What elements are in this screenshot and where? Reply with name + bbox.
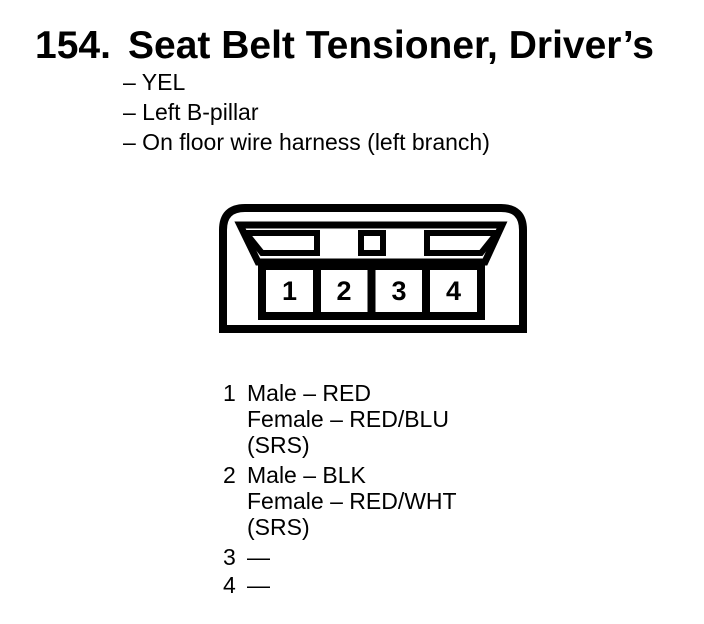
legend-line: Female – RED/BLU [247, 406, 449, 432]
legend-row-pin3: 3 — [223, 544, 457, 570]
pin-number: 4 [446, 276, 461, 306]
pin-number: 2 [336, 276, 351, 306]
latch-slot-left-icon [239, 230, 320, 256]
detail-item: – Left B-pillar [123, 99, 259, 125]
page-title: 154. Seat Belt Tensioner, Driver’s [35, 26, 654, 65]
legend-pin-number: 1 [223, 380, 236, 406]
legend-lines: Male – BLK Female – RED/WHT (SRS) [247, 462, 457, 540]
pin-number: 3 [391, 276, 406, 306]
pin-legend: 1 Male – RED Female – RED/BLU (SRS) 2 Ma… [223, 380, 457, 600]
legend-line: (SRS) [247, 514, 310, 540]
entry-number: 154. [35, 24, 111, 67]
legend-line: Male – BLK [247, 462, 366, 488]
latch-tab-center-icon [358, 230, 386, 256]
connector-outline [219, 204, 527, 333]
detail-item: – On floor wire harness (left branch) [123, 129, 490, 155]
legend-lines: Male – RED Female – RED/BLU (SRS) [247, 380, 449, 458]
legend-line: (SRS) [247, 432, 310, 458]
legend-pin-number: 2 [223, 462, 236, 488]
legend-pin-number: 3 [223, 544, 236, 570]
legend-line: Male – RED [247, 380, 371, 406]
legend-row-pin1: 1 Male – RED Female – RED/BLU (SRS) [223, 380, 457, 458]
legend-lines: — [247, 544, 270, 570]
legend-line: — [247, 544, 270, 570]
detail-item: – YEL [123, 69, 186, 95]
legend-lines: — [247, 572, 270, 598]
latch-slot-right-icon [424, 230, 504, 256]
connector-diagram: 1 2 3 4 [219, 204, 527, 333]
detail-list: – YEL – Left B-pillar – On floor wire ha… [123, 67, 490, 157]
legend-row-pin4: 4 — [223, 572, 457, 598]
legend-pin-number: 4 [223, 572, 236, 598]
legend-line: Female – RED/WHT [247, 488, 457, 514]
entry-title: Seat Belt Tensioner, Driver’s [128, 24, 654, 67]
legend-line: — [247, 572, 270, 598]
legend-row-pin2: 2 Male – BLK Female – RED/WHT (SRS) [223, 462, 457, 540]
pin-number: 1 [282, 276, 297, 306]
